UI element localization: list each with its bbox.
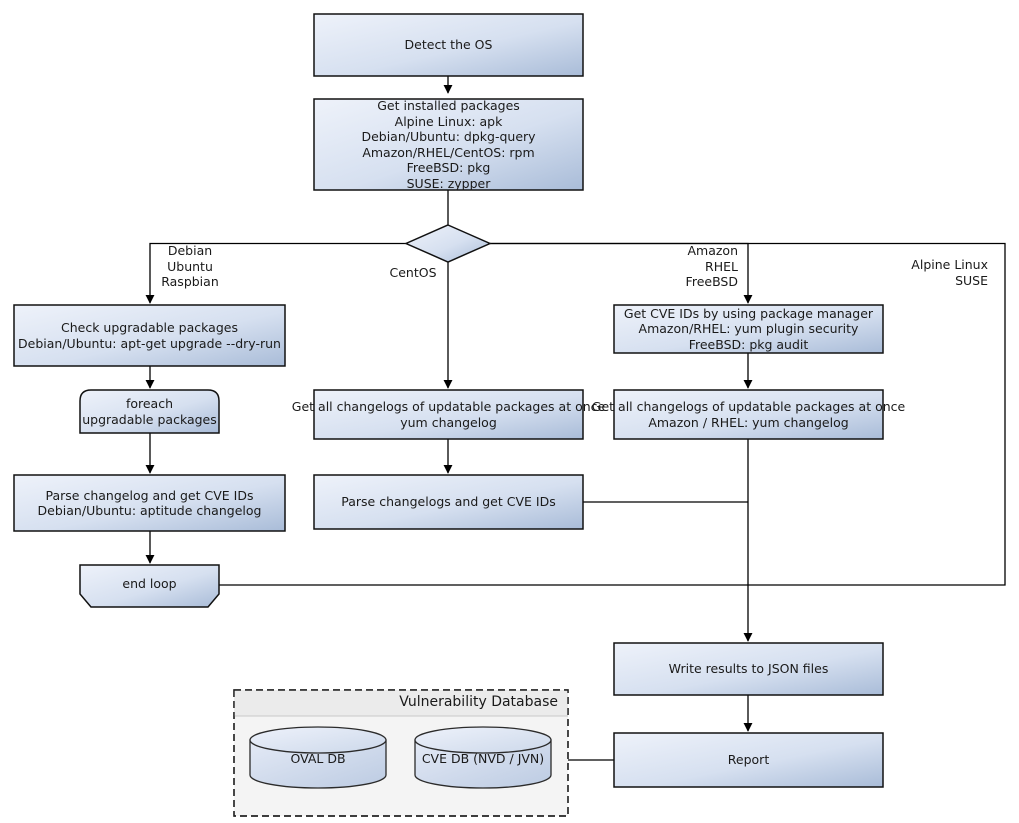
node-changelogs-rhel-shape [613,389,884,440]
node-cve-ids-pkgmgr-shape [613,304,884,354]
node-report-shape [613,732,884,788]
oval-db-cylinder [249,726,387,789]
edge-label-centos-branch: CentOS [389,265,437,280]
node-write-json-shape [613,642,884,696]
vulnerability-database-title: Vulnerability Database [399,694,558,710]
cve-db-cylinder [414,726,552,789]
node-check-upgradable-shape [13,304,286,367]
node-decision-shape [404,224,492,263]
node-changelogs-centos-shape [313,389,584,440]
node-parse-changelog-deb-shape [13,474,286,532]
edge-branch-alpine [490,242,1006,586]
edge-branch-debian [145,242,410,304]
node-detect-os-shape [313,13,584,77]
node-end-loop-shape [79,564,220,608]
node-parse-changelogs-centos-shape [313,474,584,530]
node-get-installed-shape [313,98,584,191]
node-foreach-shape [79,389,220,434]
